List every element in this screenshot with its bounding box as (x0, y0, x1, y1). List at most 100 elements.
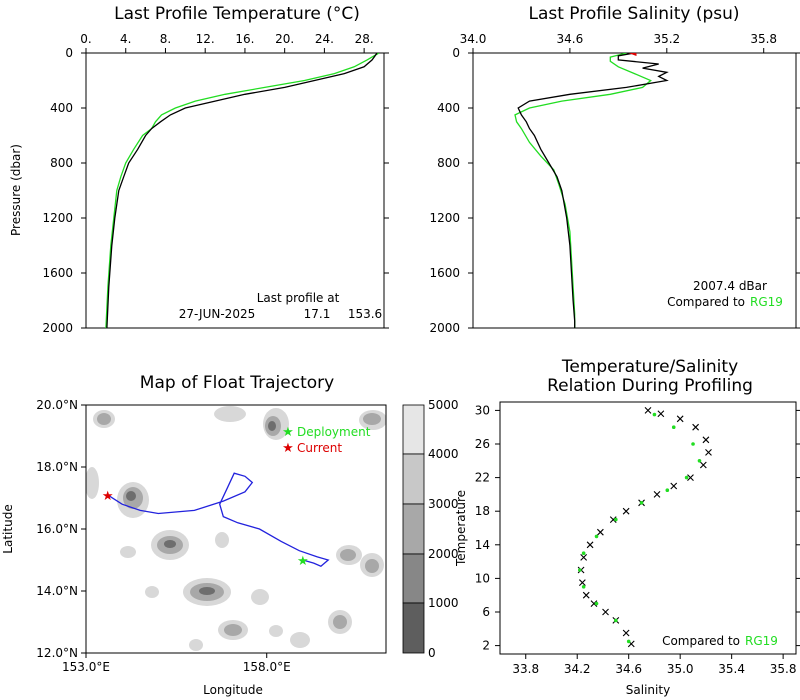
map-panel-title: Map of Float Trajectory (140, 373, 334, 393)
current-legend-label: Current (297, 441, 342, 455)
climatology-ts-point (626, 639, 631, 644)
climatology-ts-point (581, 585, 586, 589)
ts-reference-name: RG19 (745, 634, 778, 648)
x-tick-label: 4. (120, 32, 131, 46)
ts-panel-title-line2: Relation During Profiling (547, 376, 753, 396)
ts-plot-frame (499, 401, 797, 655)
last-profile-date: 27-JUN-2025 (179, 307, 255, 321)
colorbar-tick: 4000 (428, 447, 459, 461)
y-tick-label: 0 (452, 46, 460, 60)
depth-colorbar: 5000 4000 3000 2000 1000 0 (402, 398, 459, 660)
y-tick-label: 18.0°N (36, 460, 78, 474)
x-tick-label: 34.6 (557, 32, 584, 46)
climatology-ts-point (639, 501, 644, 505)
y-tick-label: 6 (482, 605, 490, 619)
float-ts-point (596, 528, 604, 536)
y-tick-label: 10 (475, 571, 490, 585)
x-tick-label: 20. (275, 32, 294, 46)
climatology-profile-line (105, 53, 380, 328)
float-ts-point (578, 579, 586, 586)
y-tick-label: 400 (50, 101, 73, 115)
climatology-ts-point (577, 568, 582, 572)
x-tick-label: 0. (80, 32, 91, 46)
salinity-axis-label: Salinity (626, 683, 670, 697)
ts-compared-label: Compared to (662, 634, 740, 648)
climatology-ts-point (614, 517, 618, 522)
x-tick-label: 28. (355, 32, 374, 46)
y-tick-label: 2000 (429, 321, 460, 335)
climatology-ts-point (697, 459, 702, 463)
float-ts-point (676, 415, 684, 423)
float-ts-point (692, 423, 700, 431)
temperature-panel-title: Last Profile Temperature (°C) (114, 4, 360, 24)
x-tick-label: 35.8 (750, 32, 777, 46)
y-tick-label: 0 (65, 46, 73, 60)
last-profile-lat: 17.1 (304, 307, 331, 321)
deployment-legend-label: Deployment (297, 425, 371, 439)
salinity-profile-panel: Last Profile Salinity (psu) 34.0 34.6 35.2… (429, 4, 800, 335)
y-tick-label: 2000 (42, 321, 73, 335)
climatology-ts-point (614, 618, 618, 623)
x-tick-label: 34.0 (460, 32, 487, 46)
y-tick-label: 26 (475, 437, 490, 451)
float-profile-line (106, 53, 378, 328)
climatology-ts-point (581, 551, 586, 555)
colorbar-tick: 2000 (428, 547, 459, 561)
float-ts-point (653, 491, 661, 498)
y-tick-label: 2 (482, 639, 490, 653)
climatology-ts-point (665, 488, 670, 493)
colorbar-tick: 5000 (428, 398, 459, 412)
y-tick-label: 1600 (429, 266, 460, 280)
x-tick-label: 34.6 (615, 662, 642, 676)
x-tick-label: 35.2 (653, 32, 680, 46)
float-ts-point (699, 461, 707, 469)
salinity-compared-label: Compared to (667, 295, 745, 309)
latitude-axis-label: Latitude (1, 504, 15, 553)
float-trajectory-line (107, 472, 330, 567)
y-tick-label: 1200 (429, 211, 460, 225)
current-legend-star-icon: ★ (282, 441, 294, 456)
temperature-axis-label: Temperature (454, 490, 468, 567)
last-profile-note: Last profile at (257, 291, 340, 305)
float-ts-point (590, 600, 598, 607)
y-tick-label: 14 (475, 538, 490, 552)
y-tick-label: 30 (475, 403, 490, 417)
x-tick-label: 33.8 (512, 662, 539, 676)
ts-series (577, 407, 712, 648)
float-ts-point (687, 474, 694, 481)
salinity-panel-title: Last Profile Salinity (psu) (528, 4, 739, 24)
float-ts-point (705, 449, 712, 456)
y-tick-label: 20.0°N (36, 398, 78, 412)
y-tick-label: 16.0°N (36, 522, 78, 536)
climatology-ts-point (691, 442, 695, 446)
last-profile-lon: 153.6 (348, 307, 382, 321)
x-tick-label: 16. (235, 32, 254, 46)
y-tick-label: 800 (437, 156, 460, 170)
float-profile-line (517, 53, 669, 328)
trajectory-series: ★★ (102, 472, 330, 569)
climatology-ts-point (671, 425, 676, 430)
colorbar-tick: 1000 (428, 596, 459, 610)
ts-relation-panel: Temperature/Salinity Relation During Pro… (454, 357, 800, 697)
y-tick-label: 12.0°N (36, 646, 78, 660)
x-tick-label: 158.0°E (243, 660, 291, 674)
float-ts-point (622, 629, 630, 637)
y-tick-label: 1600 (42, 266, 73, 280)
x-tick-label: 8. (160, 32, 171, 46)
temperature-plot-frame (85, 52, 385, 329)
deployment-position-star-icon: ★ (297, 554, 309, 569)
x-tick-label: 35.8 (770, 662, 797, 676)
x-tick-label: 34.2 (564, 662, 591, 676)
float-ts-point (609, 516, 617, 523)
salinity-depth-note: 2007.4 dBar (693, 279, 767, 293)
current-position-star-icon: ★ (102, 489, 114, 504)
float-ts-point (644, 407, 652, 414)
longitude-axis-label: Longitude (203, 683, 263, 697)
salinity-reference-name: RG19 (750, 295, 783, 309)
